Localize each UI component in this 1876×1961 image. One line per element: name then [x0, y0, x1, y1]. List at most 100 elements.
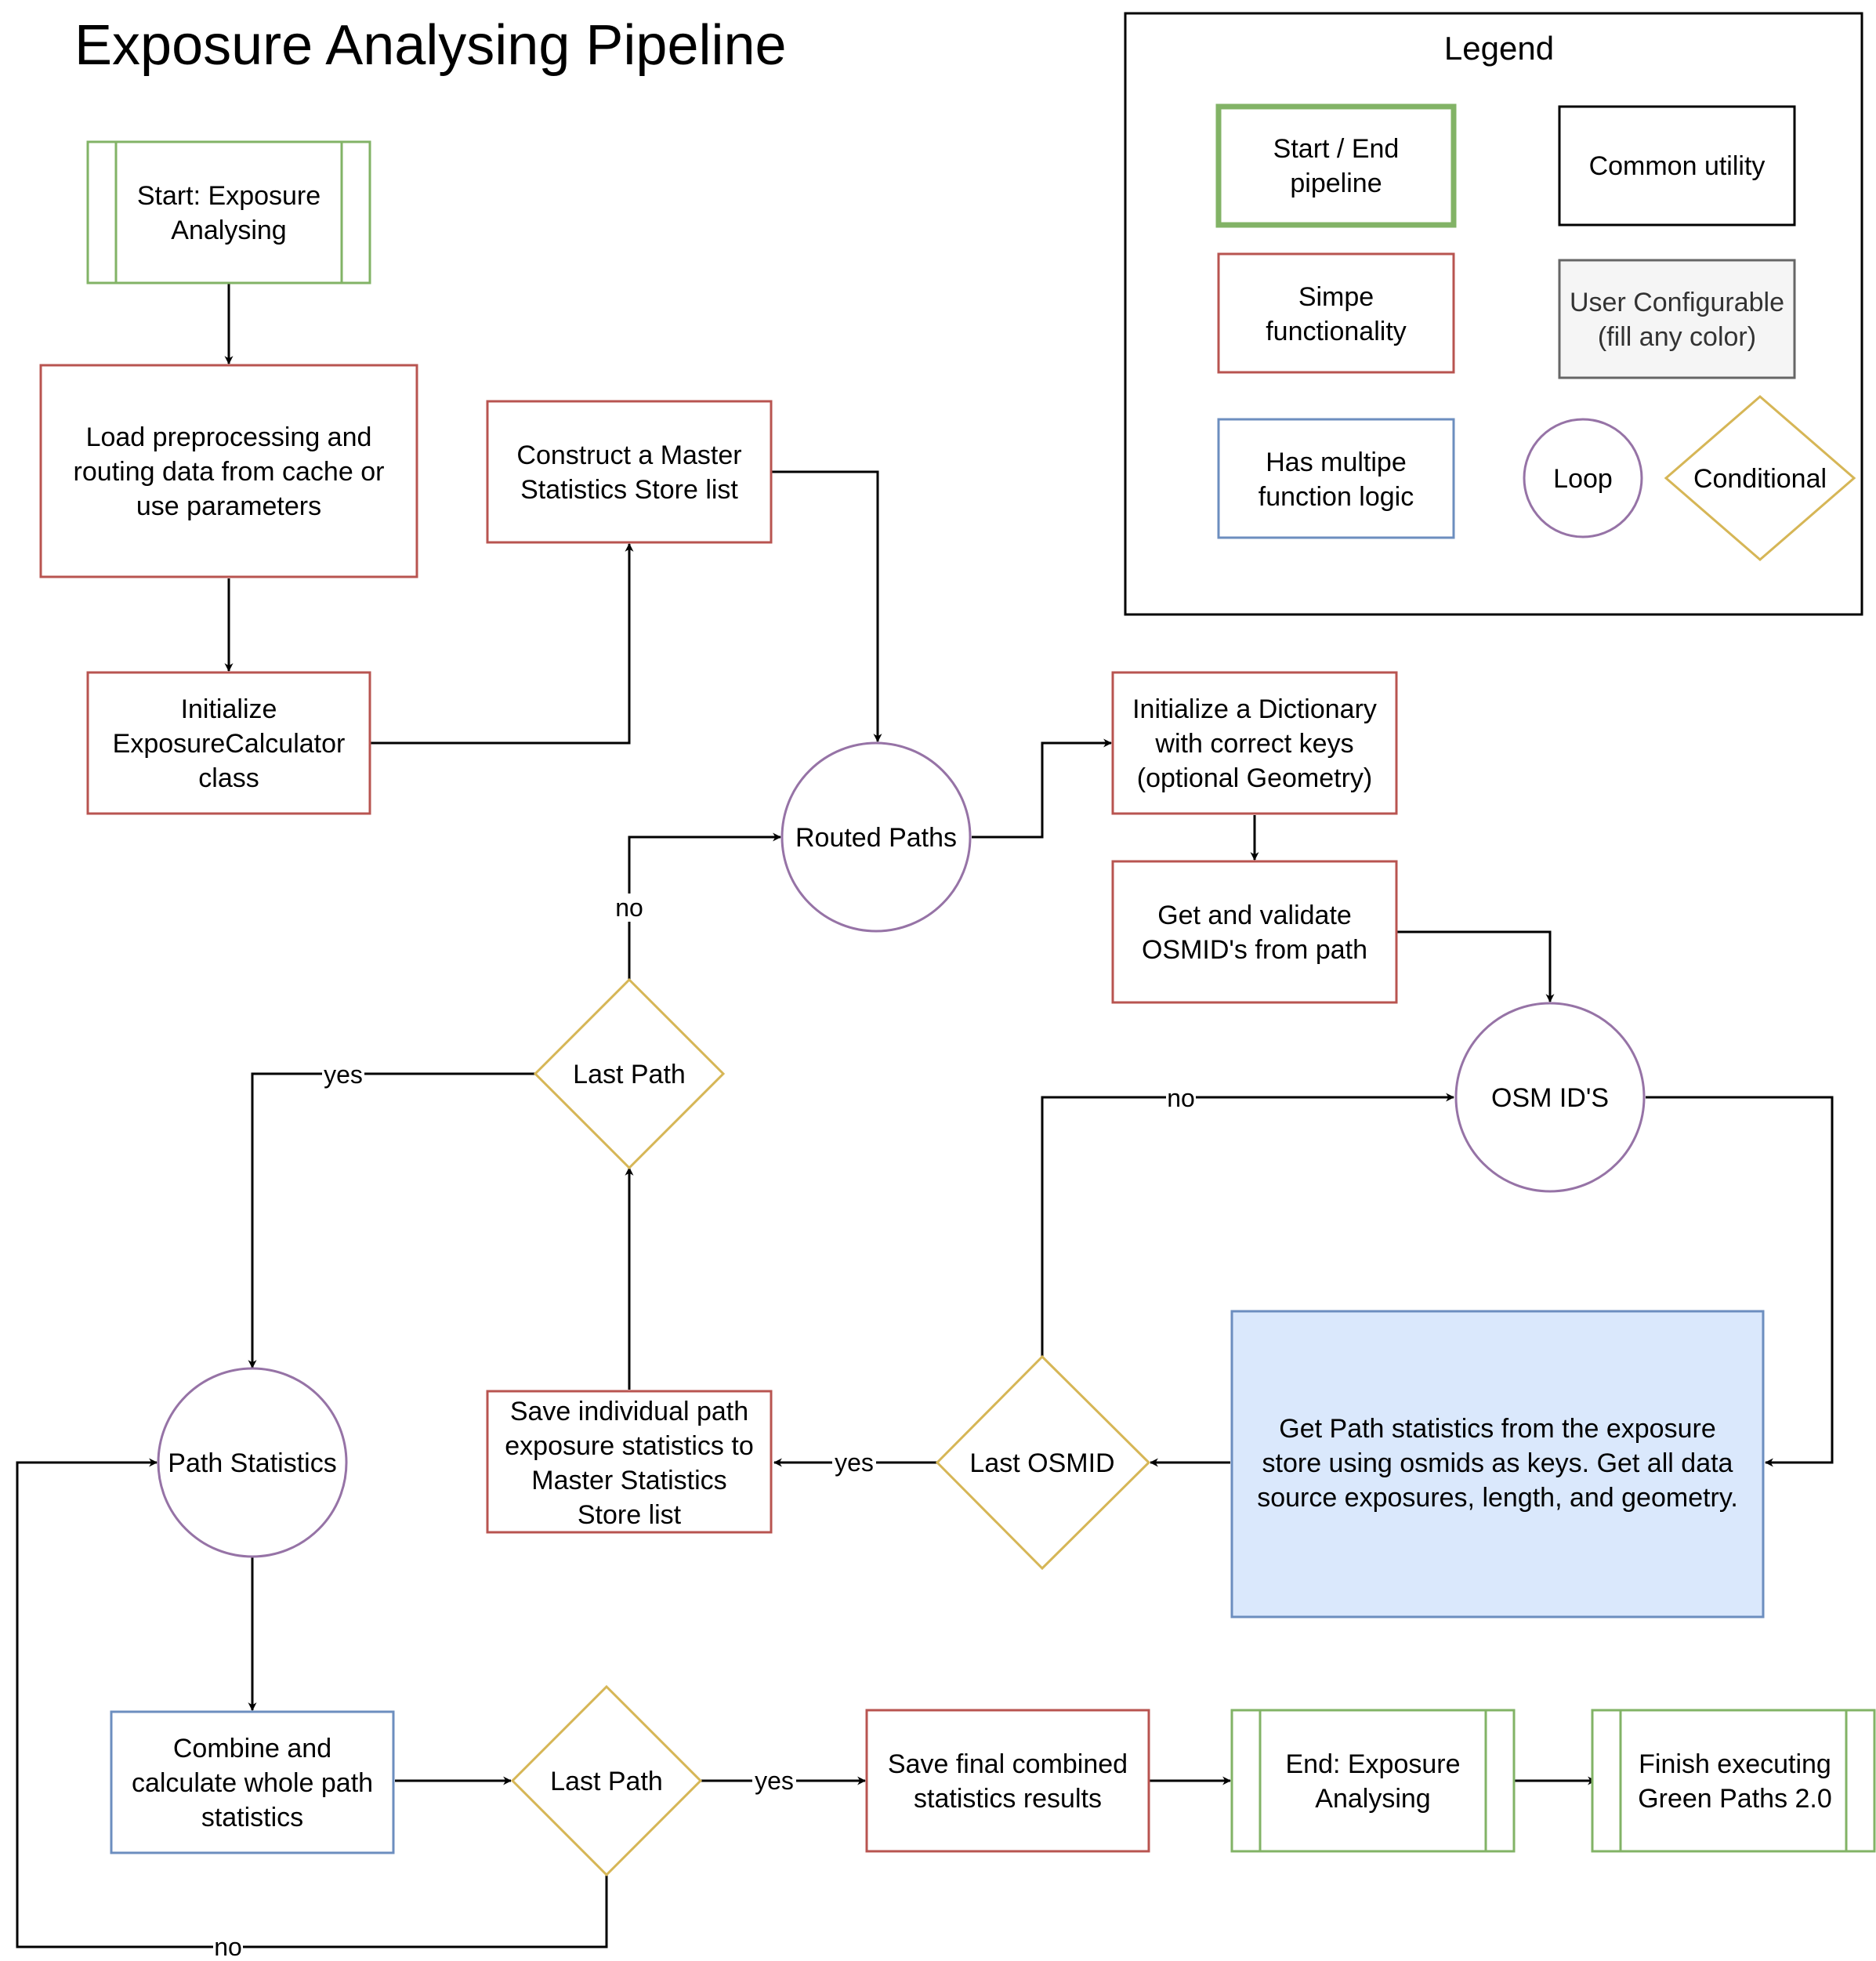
- label-line: statistics results: [914, 1784, 1102, 1814]
- edge-last-osmid-to-osm-ids: [1041, 1093, 1455, 1357]
- edge-label-yes-save-individual: yes: [835, 1448, 874, 1477]
- legend-multi-box: [1217, 418, 1455, 539]
- label-line: Combine and: [173, 1734, 331, 1763]
- label-line: functionality: [1266, 317, 1407, 346]
- label-line: Common utility: [1589, 151, 1766, 181]
- label-line: Analysing: [171, 216, 286, 245]
- label-line: Simpe: [1298, 282, 1374, 312]
- label-line: use parameters: [136, 491, 321, 521]
- label-line: Has multipe: [1266, 448, 1407, 477]
- label-line: with correct keys: [1154, 729, 1353, 759]
- legend-loop-label: Loop: [1553, 464, 1613, 494]
- label-line: Path Statistics: [168, 1448, 336, 1478]
- node-init-dictionary: Initialize a Dictionary with correct keys…: [1111, 671, 1398, 815]
- label-line: Save individual path: [510, 1397, 748, 1426]
- legend-common-utility-box: [1558, 105, 1796, 227]
- legend-start-end-box: [1215, 103, 1457, 228]
- node-routed-paths-label: Routed Paths: [795, 823, 957, 853]
- node-last-path-bottom-label: Last Path: [550, 1767, 663, 1796]
- edge-label-no-osm: no: [1167, 1084, 1195, 1112]
- label-line: store using osmids as keys. Get all data: [1262, 1448, 1733, 1478]
- label-line: exposure statistics to: [505, 1431, 753, 1461]
- legend-loop-circle: [1523, 418, 1643, 538]
- node-osm-ids-label: OSM ID'S: [1491, 1083, 1609, 1113]
- edge-init-calc-to-construct: [371, 542, 634, 745]
- edge-label-yes-save-final: yes: [755, 1767, 794, 1795]
- legend-multi-label: Has multipe function logic: [1259, 448, 1414, 512]
- label-line: OSM ID'S: [1491, 1083, 1609, 1113]
- node-last-osmid: Last OSMID: [935, 1354, 1151, 1571]
- label-line: Last Path: [550, 1767, 663, 1796]
- label-line: Loop: [1553, 464, 1613, 494]
- label-line: Get and validate: [1157, 901, 1352, 930]
- label-line: Green Paths 2.0: [1638, 1784, 1832, 1814]
- label-line: Start / End: [1273, 134, 1400, 164]
- label-line: Last Path: [573, 1060, 686, 1089]
- node-combine-path-stats: Combine and calculate whole path statistic…: [110, 1710, 395, 1854]
- label-line: Conditional: [1693, 464, 1827, 494]
- label-line: Master Statistics: [531, 1466, 726, 1495]
- label-line: function logic: [1259, 482, 1414, 512]
- legend-user-configurable-label: User Configurable(fill any color): [1570, 288, 1784, 352]
- node-init-dictionary-label: Initialize a Dictionary with correct keys…: [1132, 694, 1377, 793]
- edge-construct-to-routed-paths: [772, 470, 882, 743]
- node-last-osmid-label: Last OSMID: [969, 1448, 1114, 1478]
- legend-conditional-label: Conditional: [1693, 464, 1827, 494]
- label-line: (optional Geometry): [1137, 763, 1372, 793]
- legend-common-utility-label: Common utility: [1589, 151, 1766, 181]
- label-line: Save final combined: [888, 1749, 1128, 1779]
- label-line: Routed Paths: [795, 823, 957, 853]
- edge-last-path-bottom-loop-back: [16, 1458, 608, 1948]
- node-path-statistics-loop: Path Statistics: [157, 1367, 348, 1558]
- label-line: statistics: [201, 1803, 303, 1832]
- edge-labels: no yes no yes yes no: [213, 894, 1196, 1961]
- edge-get-validate-to-osm-ids: [1396, 930, 1555, 1003]
- node-save-individual-stats: Save individual path exposure statistics …: [486, 1390, 773, 1534]
- label-line: Statistics Store list: [520, 475, 738, 505]
- node-get-path-statistics-label: Get Path statistics from the exposure sto…: [1257, 1414, 1738, 1513]
- edge-osm-ids-to-get-stats: [1646, 1096, 1834, 1467]
- label-line: (fill any color): [1598, 322, 1756, 352]
- label-line: calculate whole path: [132, 1768, 373, 1798]
- label-line: Last OSMID: [969, 1448, 1114, 1478]
- label-line: Initialize: [181, 694, 277, 724]
- legend-simple-box: [1217, 252, 1455, 374]
- label-line: Initialize a Dictionary: [1132, 694, 1377, 724]
- label-line: End: Exposure: [1285, 1749, 1460, 1779]
- node-osm-ids-loop: OSM ID'S: [1454, 1002, 1646, 1193]
- edge-label-yes-path-stats: yes: [324, 1060, 363, 1089]
- label-line: OSMID's from path: [1142, 935, 1367, 965]
- node-last-path-top-label: Last Path: [573, 1060, 686, 1089]
- legend-title: Legend: [1444, 30, 1554, 67]
- node-last-path-bottom: Last Path: [510, 1684, 703, 1877]
- label-line: Get Path statistics from the exposure: [1279, 1414, 1715, 1444]
- label-line: Finish executing: [1639, 1749, 1831, 1779]
- edges: [16, 284, 1834, 1948]
- legend-user-configurable-box: [1558, 259, 1796, 379]
- legend-conditional-diamond: [1664, 395, 1856, 561]
- label-line: class: [198, 763, 259, 793]
- node-routed-paths-loop: Routed Paths: [780, 741, 972, 933]
- node-save-final-results: Save final combined statistics results: [865, 1709, 1150, 1853]
- edge-last-path-top-to-path-statistics: [248, 1072, 535, 1369]
- node-combine-path-stats-label: Combine and calculate whole path statistic…: [132, 1734, 373, 1832]
- label-line: Start: Exposure: [137, 181, 321, 211]
- edge-label-no-loop-back: no: [214, 1933, 242, 1961]
- label-line: source exposures, length, and geometry.: [1257, 1483, 1738, 1513]
